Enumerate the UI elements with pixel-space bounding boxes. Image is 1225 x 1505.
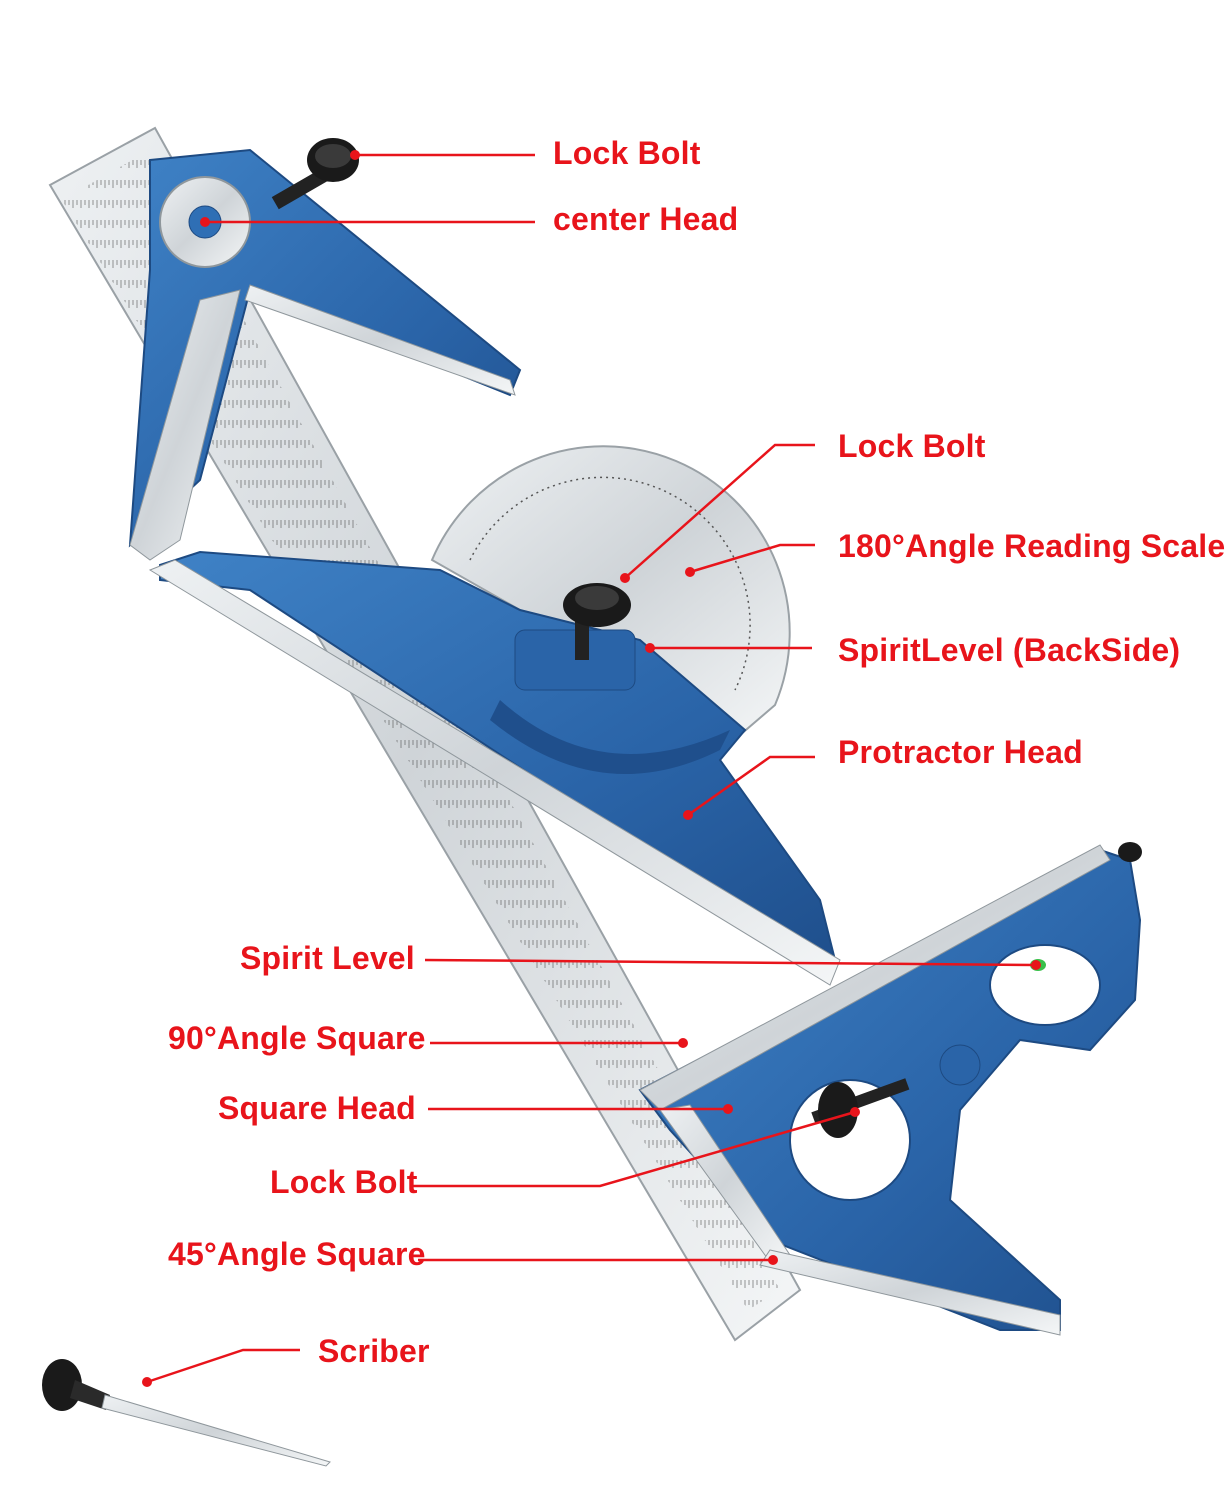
lock-bolt-top [271, 138, 359, 210]
lock-bolt-protractor [563, 583, 631, 660]
label-angle-scale: 180°Angle Reading Scale [838, 528, 1225, 564]
label-angle-90: 90°Angle Square [168, 1020, 426, 1056]
label-center-head: center Head [553, 201, 739, 237]
label-lock-bolt-square: Lock Bolt [270, 1164, 418, 1200]
lock-bolt-square [811, 842, 1142, 1138]
leader-lines [146, 153, 1037, 1384]
scriber [42, 1359, 331, 1467]
label-spirit-level: Spirit Level [240, 940, 415, 976]
diagram-canvas [42, 126, 1142, 1467]
label-scriber: Scriber [318, 1333, 430, 1369]
label-square-head: Square Head [218, 1090, 416, 1126]
label-angle-45: 45°Angle Square [168, 1236, 426, 1272]
combination-square-diagram: Lock Bolt center Head Lock Bolt 180°Angl… [42, 126, 1225, 1467]
label-protractor-head: Protractor Head [838, 734, 1083, 770]
label-lock-bolt-protractor: Lock Bolt [838, 428, 986, 464]
label-spirit-level-backside: SpiritLevel (BackSide) [838, 632, 1181, 668]
leader-dots [142, 150, 1041, 1387]
label-lock-bolt-top: Lock Bolt [553, 135, 701, 171]
